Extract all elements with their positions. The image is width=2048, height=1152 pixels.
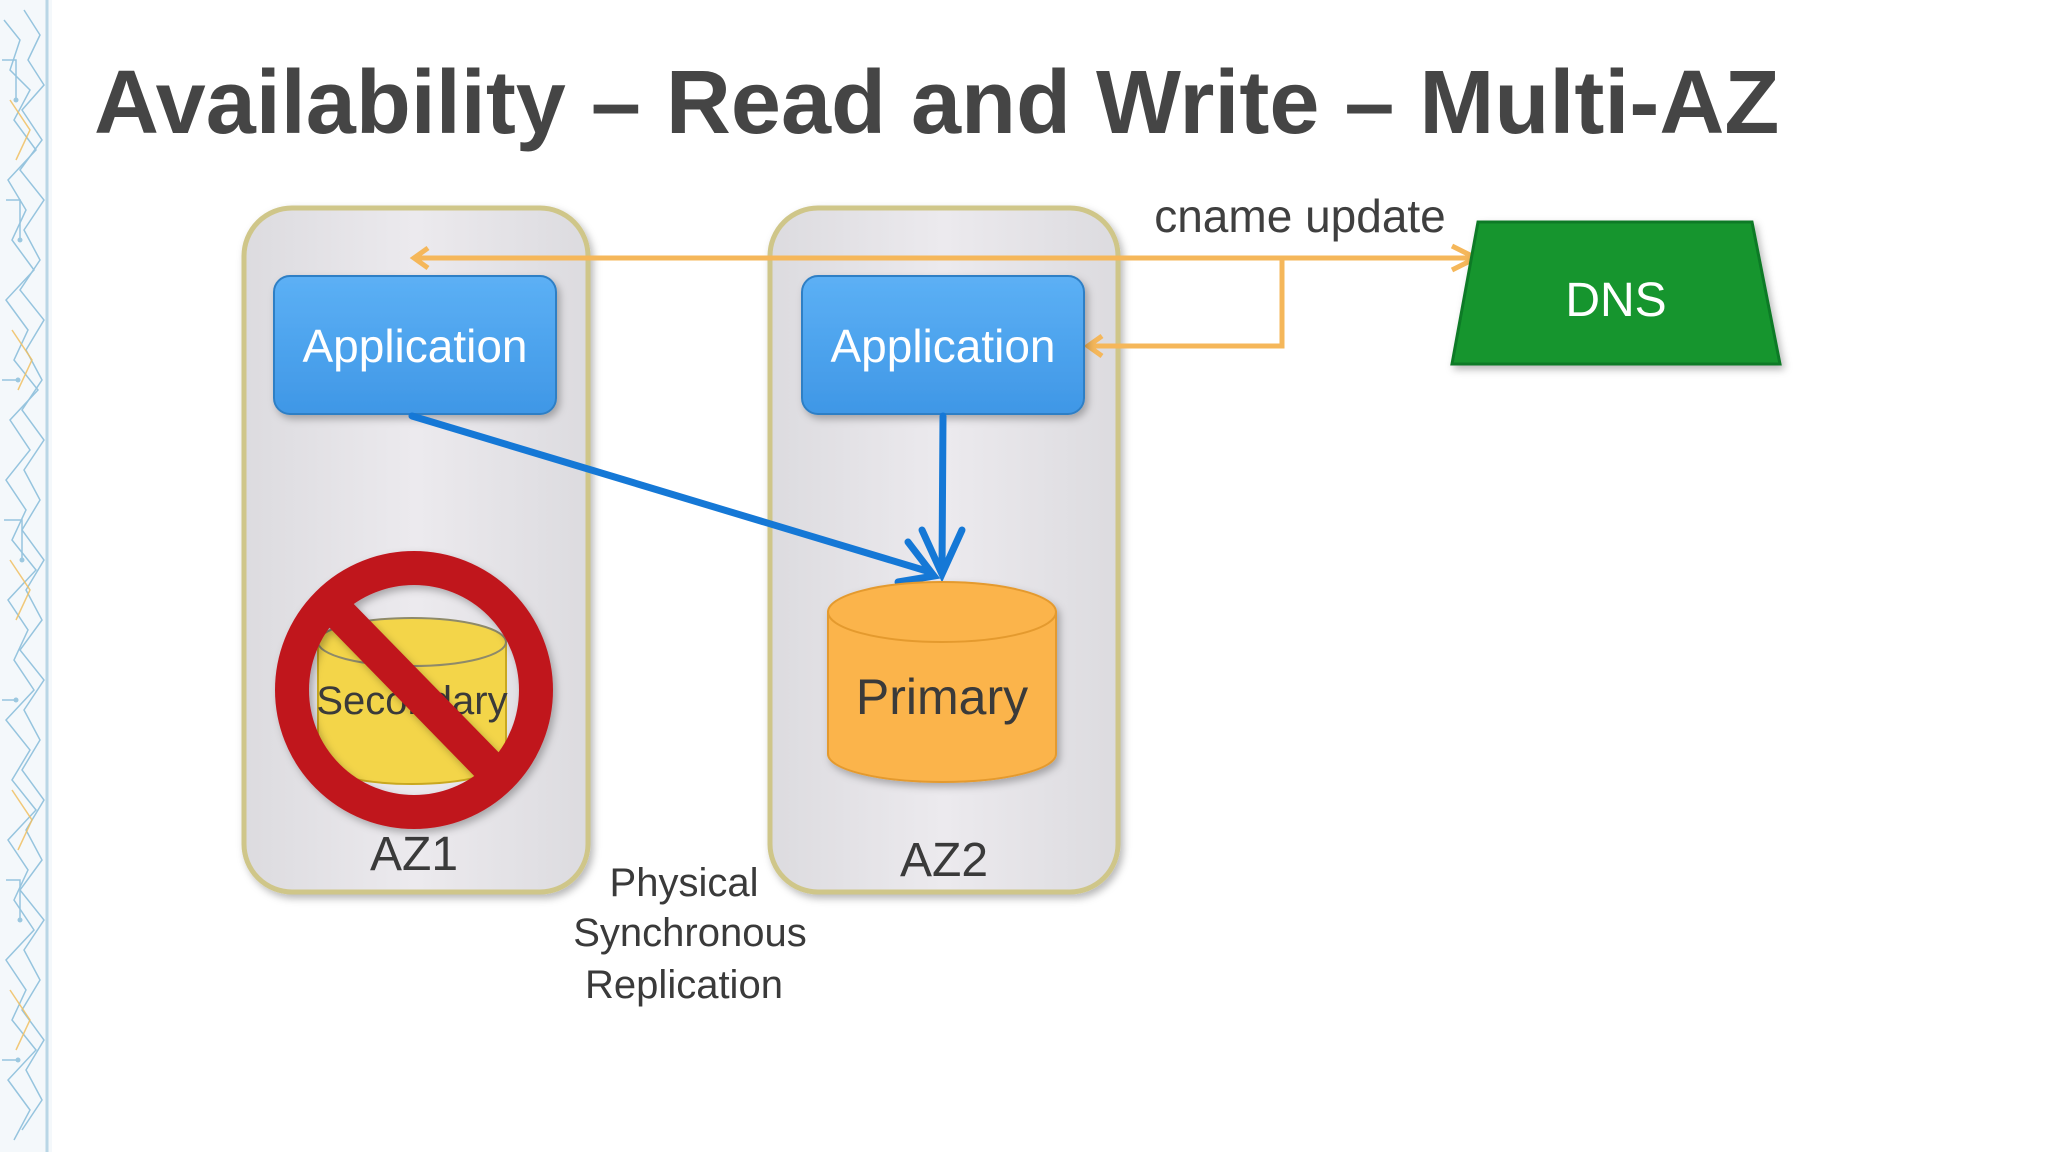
application-az1-label: Application [302, 320, 527, 372]
dns-node [1450, 220, 1782, 366]
replication-label-line1: Physical [610, 861, 759, 905]
dns-label: DNS [1565, 274, 1666, 327]
prohibited-icon [275, 551, 553, 829]
primary-database [827, 581, 1057, 783]
replication-label-line3: Replication [585, 963, 783, 1007]
data-flow-arrows [408, 412, 966, 586]
replication-label-line2: Synchronous [573, 911, 806, 955]
primary-database-label: Primary [856, 669, 1028, 725]
cname-update-label: cname update [1154, 190, 1446, 242]
application-az2-label: Application [830, 320, 1055, 372]
zone-az2-label: AZ2 [900, 834, 988, 887]
cname-update-arrows [409, 243, 1482, 359]
decorative-circuit-strip [0, 0, 52, 1152]
slide-title: Availability – Read and Write – Multi-AZ [94, 53, 1780, 153]
zone-az1-label: AZ1 [370, 828, 458, 881]
